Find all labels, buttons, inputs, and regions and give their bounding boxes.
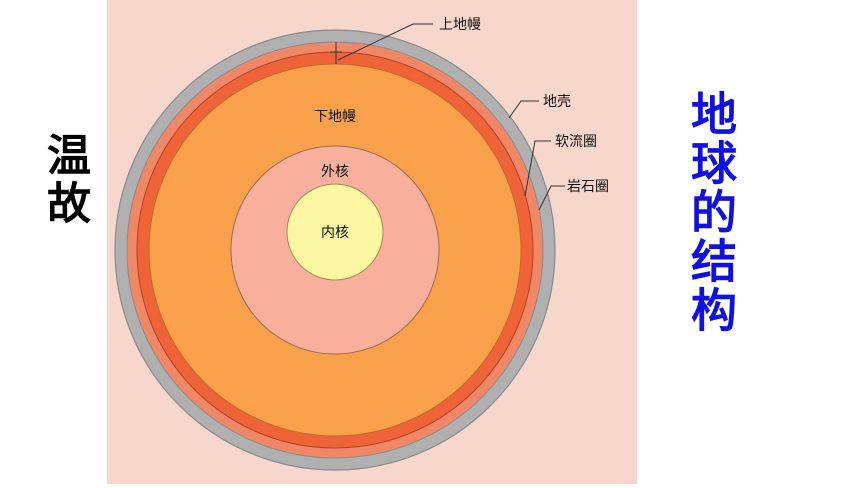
earth-svg: 上地幔 地壳 软流圈 岩石圈 下地幔 外核 内核 xyxy=(114,17,609,471)
label-inner-core: 内核 xyxy=(321,225,349,241)
left-title: 温故 xyxy=(39,132,90,228)
label-crust: 地壳 xyxy=(543,93,571,110)
earth-structure-diagram: 上地幔 地壳 软流圈 岩石圈 下地幔 外核 内核 xyxy=(107,0,637,484)
leader-lithosphere xyxy=(538,185,565,211)
leader-asthenosphere xyxy=(524,140,551,197)
label-asthenosphere: 软流圈 xyxy=(555,134,597,150)
label-upper-mantle: 上地幔 xyxy=(439,17,481,33)
label-outer-core: 外核 xyxy=(321,164,349,180)
inner-core-layer xyxy=(286,183,384,281)
right-title: 地球的结构 xyxy=(684,90,738,335)
label-lithosphere: 岩石圈 xyxy=(567,179,609,195)
leader-upper-mantle xyxy=(337,23,433,61)
label-lower-mantle: 下地幔 xyxy=(314,109,356,125)
leader-crust xyxy=(508,100,539,119)
